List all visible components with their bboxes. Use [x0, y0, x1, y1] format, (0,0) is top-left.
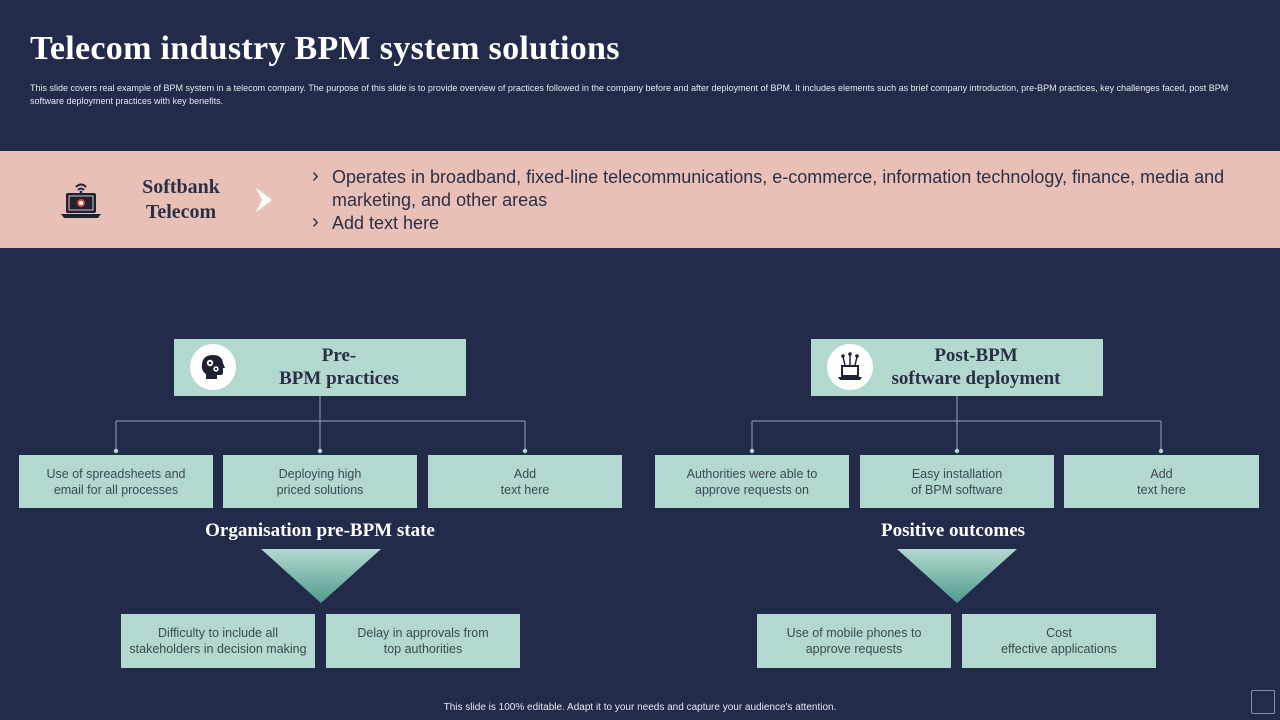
card-line: Use of spreadsheets and [46, 466, 186, 481]
card-line: priced solutions [276, 482, 364, 497]
company-bullets: Operates in broadband, fixed-line teleco… [312, 165, 1267, 235]
card-line: Add [1150, 466, 1173, 481]
laptop-broadcast-icon [61, 183, 101, 218]
slide-corner-box [1251, 690, 1275, 714]
pre-bpm-outcome-card: Delay in approvals from top authorities [326, 614, 520, 668]
post-bpm-header-line1: Post-BPM [934, 345, 1018, 366]
slide-subtitle: This slide covers real example of BPM sy… [30, 83, 1229, 106]
slide-footer: This slide is 100% editable. Adapt it to… [443, 702, 837, 713]
post-bpm-outcome-card: Cost effective applications [962, 614, 1156, 668]
card-line: Delay in approvals from [357, 626, 489, 640]
card-line: Add [513, 466, 537, 481]
post-bpm-header: Post-BPM software deployment [811, 339, 1103, 396]
slide-title: Telecom industry BPM system solutions [30, 30, 620, 67]
card-line: Use of mobile phones to [786, 626, 922, 640]
company-name: Softbank Telecom [142, 176, 220, 223]
pre-bpm-section-title: Organisation pre-BPM state [205, 520, 435, 541]
card-line: Cost [1046, 626, 1072, 640]
funnel-triangle-right [897, 549, 1017, 603]
card-line: effective applications [1001, 642, 1117, 656]
pre-bpm-header: Pre- BPM practices [174, 339, 466, 396]
post-bpm-header-line2: software deployment [891, 368, 1061, 389]
pre-bpm-outcome-card: Difficulty to include all stakeholders in… [121, 614, 315, 668]
card-line: Easy installation [911, 466, 1003, 481]
post-bpm-section-title: Positive outcomes [880, 520, 1026, 541]
card-line: approve requests [805, 642, 903, 656]
chevron-right-icon [256, 188, 272, 212]
head-gears-icon [190, 344, 236, 390]
card-line: approve requests on [695, 482, 809, 497]
card-line: text here [1137, 482, 1186, 497]
pre-bpm-header-line1: Pre- [321, 345, 357, 366]
card-line: Difficulty to include all [158, 626, 278, 640]
card-line: of BPM software [911, 482, 1003, 497]
pre-bpm-header-line2: BPM practices [279, 368, 399, 389]
card-line: email for all processes [53, 482, 179, 497]
funnel-triangle-left [261, 549, 381, 603]
card-line: text here [500, 482, 550, 497]
laptop-network-icon [827, 344, 873, 390]
company-bullet: Add text here [312, 211, 1267, 235]
card-line: Deploying high [278, 466, 362, 481]
card-line: top authorities [383, 642, 463, 656]
card-line: stakeholders in decision making [129, 642, 307, 656]
post-bpm-outcome-card: Use of mobile phones to approve requests [757, 614, 951, 668]
company-bullet: Operates in broadband, fixed-line teleco… [312, 165, 1267, 212]
card-line: Authorities were able to [686, 466, 818, 481]
